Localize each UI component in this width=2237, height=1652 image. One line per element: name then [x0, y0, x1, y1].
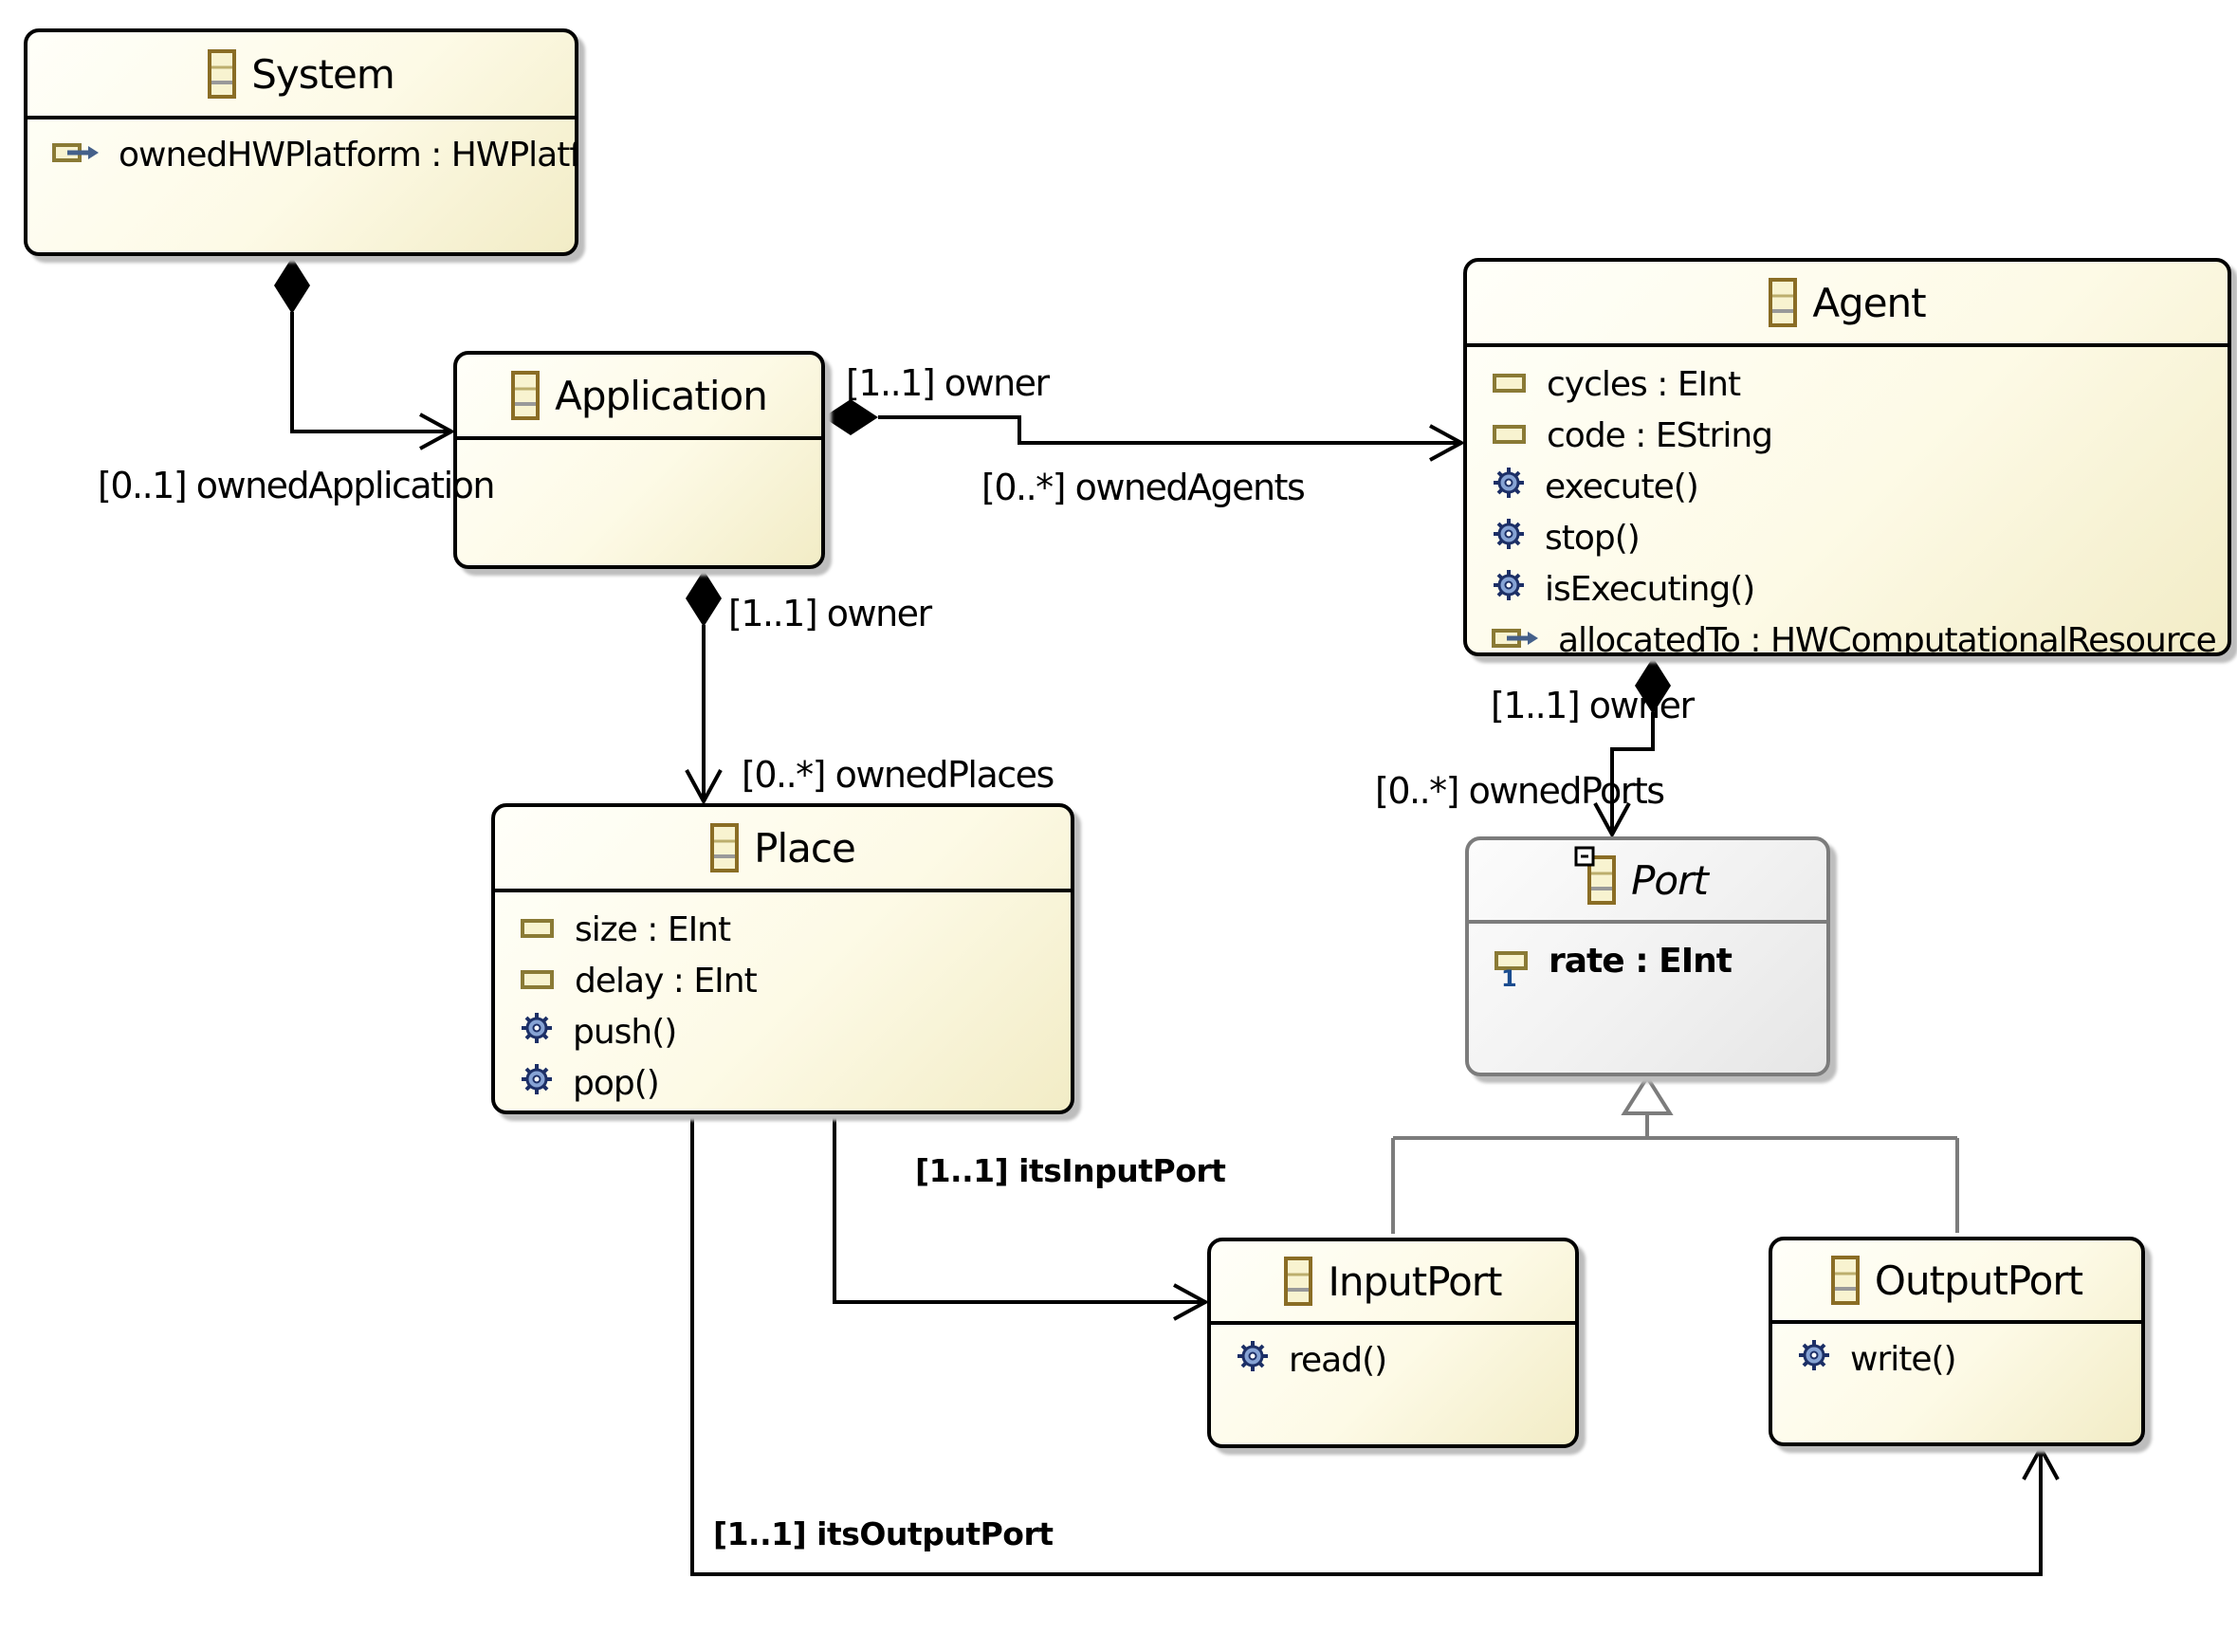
class-system[interactable]: System ownedHWPlatform : HWPlatform [24, 28, 578, 256]
attribute-delay[interactable]: delay : EInt [495, 955, 1071, 1006]
class-icon [511, 371, 541, 420]
operation-execute[interactable]: execute() [1467, 461, 2228, 512]
class-title: System [251, 50, 395, 98]
class-title: Place [754, 824, 856, 872]
edge-system-ownedapplication[interactable] [274, 257, 456, 450]
abstract-badge [1574, 846, 1595, 871]
class-place[interactable]: Place size : EInt delay : EInt push() [491, 803, 1074, 1114]
edge-application-ownedplaces[interactable] [685, 570, 723, 806]
class-outputport[interactable]: OutputPort write() [1769, 1237, 2145, 1446]
edge-label-ownedagents[interactable]: [0..*] ownedAgents [981, 467, 1306, 508]
operation-stop[interactable]: stop() [1467, 512, 2228, 563]
operation-icon [1797, 1338, 1831, 1381]
edge-application-ownedagents[interactable] [823, 399, 1466, 462]
operation-isexecuting[interactable]: isExecuting() [1467, 563, 2228, 615]
reference-ownedhwplatform[interactable]: ownedHWPlatform : HWPlatform [28, 129, 575, 180]
edge-label-owner-port[interactable]: [1..1] owner [1491, 685, 1695, 726]
operation-icon [520, 1011, 554, 1054]
class-title: Agent [1812, 279, 1926, 326]
operation-read[interactable]: read() [1211, 1334, 1575, 1386]
edge-label-itsoutputport[interactable]: [1..1] itsOutputPort [713, 1515, 1054, 1552]
class-title: Port [1631, 856, 1709, 904]
reference-allocatedto[interactable]: allocatedTo : HWComputationalResource [1467, 615, 2228, 653]
edge-agent-ownedports[interactable] [1593, 657, 1671, 839]
operation-icon [1492, 517, 1526, 560]
class-icon [1830, 1256, 1860, 1305]
reference-icon [52, 136, 100, 174]
attribute-size[interactable]: size : EInt [495, 904, 1071, 955]
class-icon [710, 823, 740, 872]
class-icon [1284, 1257, 1313, 1306]
edge-label-ownedplaces[interactable]: [0..*] ownedPlaces [742, 754, 1054, 796]
edge-label-ownedapplication[interactable]: [0..1] ownedApplication [98, 465, 495, 506]
operation-icon [1236, 1339, 1270, 1382]
attribute-required-icon: 1 [1494, 948, 1530, 992]
attribute-icon [520, 910, 556, 949]
operation-push[interactable]: push() [495, 1006, 1071, 1057]
edge-place-itsinputport[interactable] [833, 1116, 1210, 1321]
edge-label-ownedports[interactable]: [0..*] ownedPorts [1375, 770, 1665, 812]
class-icon [1769, 278, 1798, 327]
operation-icon [520, 1062, 554, 1105]
operation-icon [1492, 568, 1526, 611]
edge-label-itsinputport[interactable]: [1..1] itsInputPort [915, 1152, 1226, 1189]
operation-icon [1492, 466, 1526, 508]
edge-label-owner-place[interactable]: [1..1] owner [728, 593, 932, 634]
abstract-class-icon [1574, 846, 1617, 905]
class-title: OutputPort [1874, 1257, 2083, 1304]
class-title: InputPort [1328, 1257, 1502, 1305]
attribute-icon [520, 962, 556, 1000]
attribute-icon [1492, 365, 1528, 404]
attribute-code[interactable]: code : EString [1467, 410, 2228, 461]
class-agent[interactable]: Agent cycles : EInt code : EString execu… [1463, 258, 2231, 656]
attribute-icon [1492, 416, 1528, 455]
edge-label-owner-agent[interactable]: [1..1] owner [846, 362, 1050, 404]
attribute-cycles[interactable]: cycles : EInt [1467, 358, 2228, 410]
class-application[interactable]: Application [453, 351, 825, 569]
operation-write[interactable]: write() [1772, 1333, 2141, 1385]
class-title: Application [555, 372, 768, 419]
edge-place-itsoutputport[interactable] [690, 1116, 2060, 1576]
class-inputport[interactable]: InputPort read() [1207, 1238, 1579, 1448]
lower-bound-marker: 1 [1501, 965, 1517, 992]
class-port[interactable]: Port 1 rate : EInt [1465, 836, 1830, 1076]
class-icon [208, 49, 237, 99]
operation-pop[interactable]: pop() [495, 1057, 1071, 1109]
edge-port-inheritance[interactable] [1391, 1074, 1959, 1234]
attribute-rate[interactable]: 1 rate : EInt [1469, 935, 1826, 992]
reference-icon [1492, 621, 1539, 653]
